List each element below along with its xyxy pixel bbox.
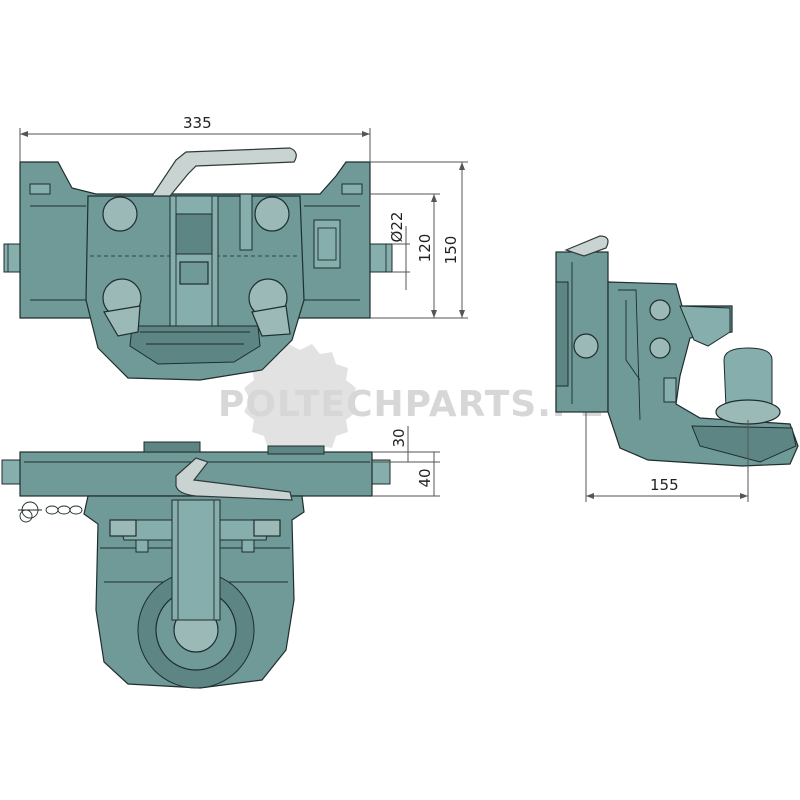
front-right-pin [369,243,393,273]
front-left-pin [3,243,23,273]
front-bolt-top-right [254,196,290,232]
side-coupling-pin [723,347,773,409]
side-view: 155 [555,235,799,502]
side-housing [607,281,799,467]
safety-chain [18,501,83,523]
top-right-pin [369,459,391,485]
top-handle [175,457,293,501]
dim-offset-bottom-label: 40 [416,468,434,487]
top-bolt-left [109,519,137,537]
watermark-gear-icon [244,344,356,456]
dim-heights: 150 120 Ø22 [370,161,468,319]
top-bolt-right [253,519,281,537]
dim-pin-diameter-label: Ø22 [388,212,406,243]
side-bolt-bottom [649,337,671,359]
watermark: POLTECHPARTS.PL [218,344,603,456]
dim-offset-top-label: 30 [390,428,408,447]
watermark-text: POLTECHPARTS.PL [218,384,603,425]
side-bolt-top [649,299,671,321]
side-bolt-plate [573,333,599,359]
front-bolt-top-left [102,196,138,232]
side-handle [564,235,609,257]
dim-depth-side-label: 155 [650,476,679,494]
dim-width-top-label: 335 [183,114,212,132]
top-view: 30 40 [1,426,440,689]
dim-height-inner-label: 120 [416,234,434,263]
front-view [3,147,393,381]
dim-height-outer-label: 150 [442,236,460,265]
top-center-column [171,499,221,621]
front-handle [150,147,297,197]
dim-width-top: 335 [19,114,371,162]
